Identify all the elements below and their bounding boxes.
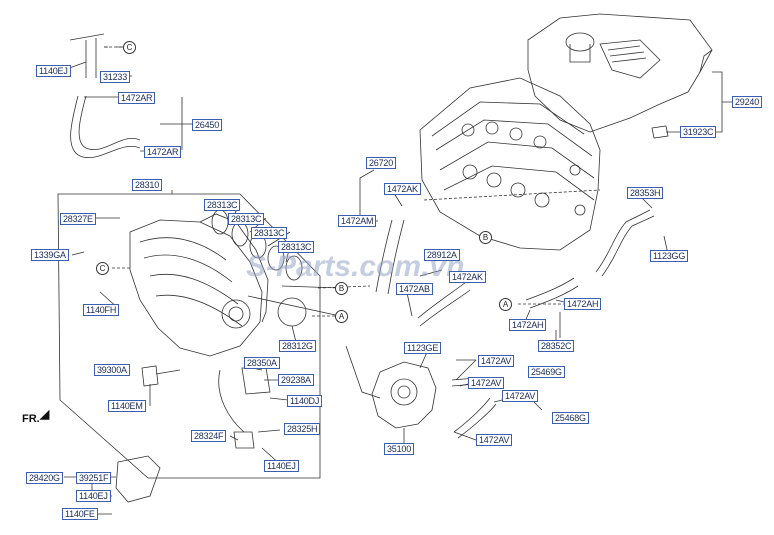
part-label-25468g[interactable]: 25468G: [552, 412, 589, 424]
bracket-28420G: [115, 455, 161, 503]
ref-a-left: A: [335, 310, 348, 323]
part-label-1472av-1[interactable]: 1472AV: [478, 355, 515, 367]
part-label-31233[interactable]: 31233: [100, 71, 131, 83]
group-outline: [57, 193, 321, 479]
part-label-1140ej-bot[interactable]: 1140EJ: [76, 490, 111, 502]
part-label-1140dj[interactable]: 1140DJ: [287, 395, 323, 407]
engine-cover: [527, 13, 713, 133]
part-label-1472am[interactable]: 1472AM: [338, 215, 377, 227]
hose-26720: [375, 219, 405, 295]
part-label-28353h[interactable]: 28353H: [627, 187, 664, 199]
part-label-28420g[interactable]: 28420G: [26, 472, 63, 484]
part-label-1472av-2[interactable]: 1472AV: [468, 377, 505, 389]
part-label-1472ab[interactable]: 1472AB: [396, 283, 433, 295]
front-direction-text: FR.: [22, 413, 40, 425]
part-label-1140ej-top[interactable]: 1140EJ: [36, 65, 71, 77]
part-label-1472ak-1[interactable]: 1472AK: [384, 183, 421, 195]
part-label-1140fe[interactable]: 1140FE: [62, 508, 98, 520]
part-label-28327e[interactable]: 28327E: [60, 213, 96, 225]
part-label-28324f[interactable]: 28324F: [191, 430, 227, 442]
ref-b-left: B: [335, 282, 348, 295]
part-label-1472ah-2[interactable]: 1472AH: [509, 319, 547, 331]
part-label-1339ga[interactable]: 1339GA: [31, 249, 69, 261]
part-label-1123gg[interactable]: 1123GG: [650, 250, 689, 262]
part-label-1472ar-1[interactable]: 1472AR: [118, 92, 156, 104]
part-label-1140ej-mid[interactable]: 1140EJ: [264, 460, 299, 472]
front-arrow-icon: ◢: [40, 407, 50, 421]
part-label-28313c-1[interactable]: 28313C: [204, 199, 241, 211]
part-label-25469g[interactable]: 25469G: [528, 366, 565, 378]
part-label-39251f[interactable]: 39251F: [76, 472, 112, 484]
cylinder-head: [419, 77, 601, 251]
front-direction-label: FR. ◢: [22, 407, 49, 425]
hose-26450: [70, 95, 141, 158]
part-label-28325h[interactable]: 28325H: [284, 423, 321, 435]
part-label-28350a[interactable]: 28350A: [244, 357, 280, 369]
sensor-39300A: [141, 365, 159, 387]
part-label-1472ak-2[interactable]: 1472AK: [449, 271, 486, 283]
hose-28352C: [525, 277, 579, 309]
intake-manifold: [129, 219, 263, 357]
hose-28912A: [417, 281, 471, 327]
part-label-26720[interactable]: 26720: [366, 157, 397, 169]
part-label-28313c-3[interactable]: 28313C: [251, 227, 288, 239]
pipe-31233: [69, 33, 105, 78]
part-label-1472ar-2[interactable]: 1472AR: [144, 146, 182, 158]
ref-c-top: C: [123, 41, 136, 54]
ref-c-mid: C: [96, 262, 109, 275]
part-label-28352c[interactable]: 28352C: [538, 340, 575, 352]
ref-a-right: A: [499, 298, 512, 311]
part-label-31923c[interactable]: 31923C: [680, 126, 717, 138]
part-label-28310[interactable]: 28310: [132, 179, 163, 191]
solenoid-28350A: [241, 367, 271, 395]
part-label-1472av-4[interactable]: 1472AV: [476, 434, 513, 446]
engine-cover-oilcap: [565, 32, 595, 63]
part-label-1472av-3[interactable]: 1472AV: [502, 390, 539, 402]
engine-cover-logo: [599, 39, 661, 79]
hose-25468G: [453, 397, 497, 439]
part-label-28313c-4[interactable]: 28313C: [278, 241, 315, 253]
oil-filler-cap: [651, 125, 669, 139]
part-label-28912a[interactable]: 28912A: [424, 249, 460, 261]
part-label-1123ge[interactable]: 1123GE: [404, 342, 442, 354]
part-label-29238a[interactable]: 29238A: [278, 374, 314, 386]
part-label-28313c-2[interactable]: 28313C: [228, 213, 265, 225]
part-label-1140em[interactable]: 1140EM: [108, 400, 146, 412]
part-label-1140fh[interactable]: 1140FH: [83, 304, 120, 316]
part-label-35100[interactable]: 35100: [384, 443, 415, 455]
part-label-29240[interactable]: 29240: [732, 96, 763, 108]
ref-b-right: B: [479, 231, 492, 244]
pipe-28353H: [595, 209, 655, 277]
part-label-28312g[interactable]: 28312G: [279, 340, 316, 352]
part-label-1472ah-1[interactable]: 1472AH: [564, 298, 602, 310]
part-label-39300a[interactable]: 39300A: [94, 364, 130, 376]
throttle-body: [371, 361, 437, 429]
part-label-26450[interactable]: 26450: [192, 119, 223, 131]
manifold-gasket: [277, 297, 307, 327]
